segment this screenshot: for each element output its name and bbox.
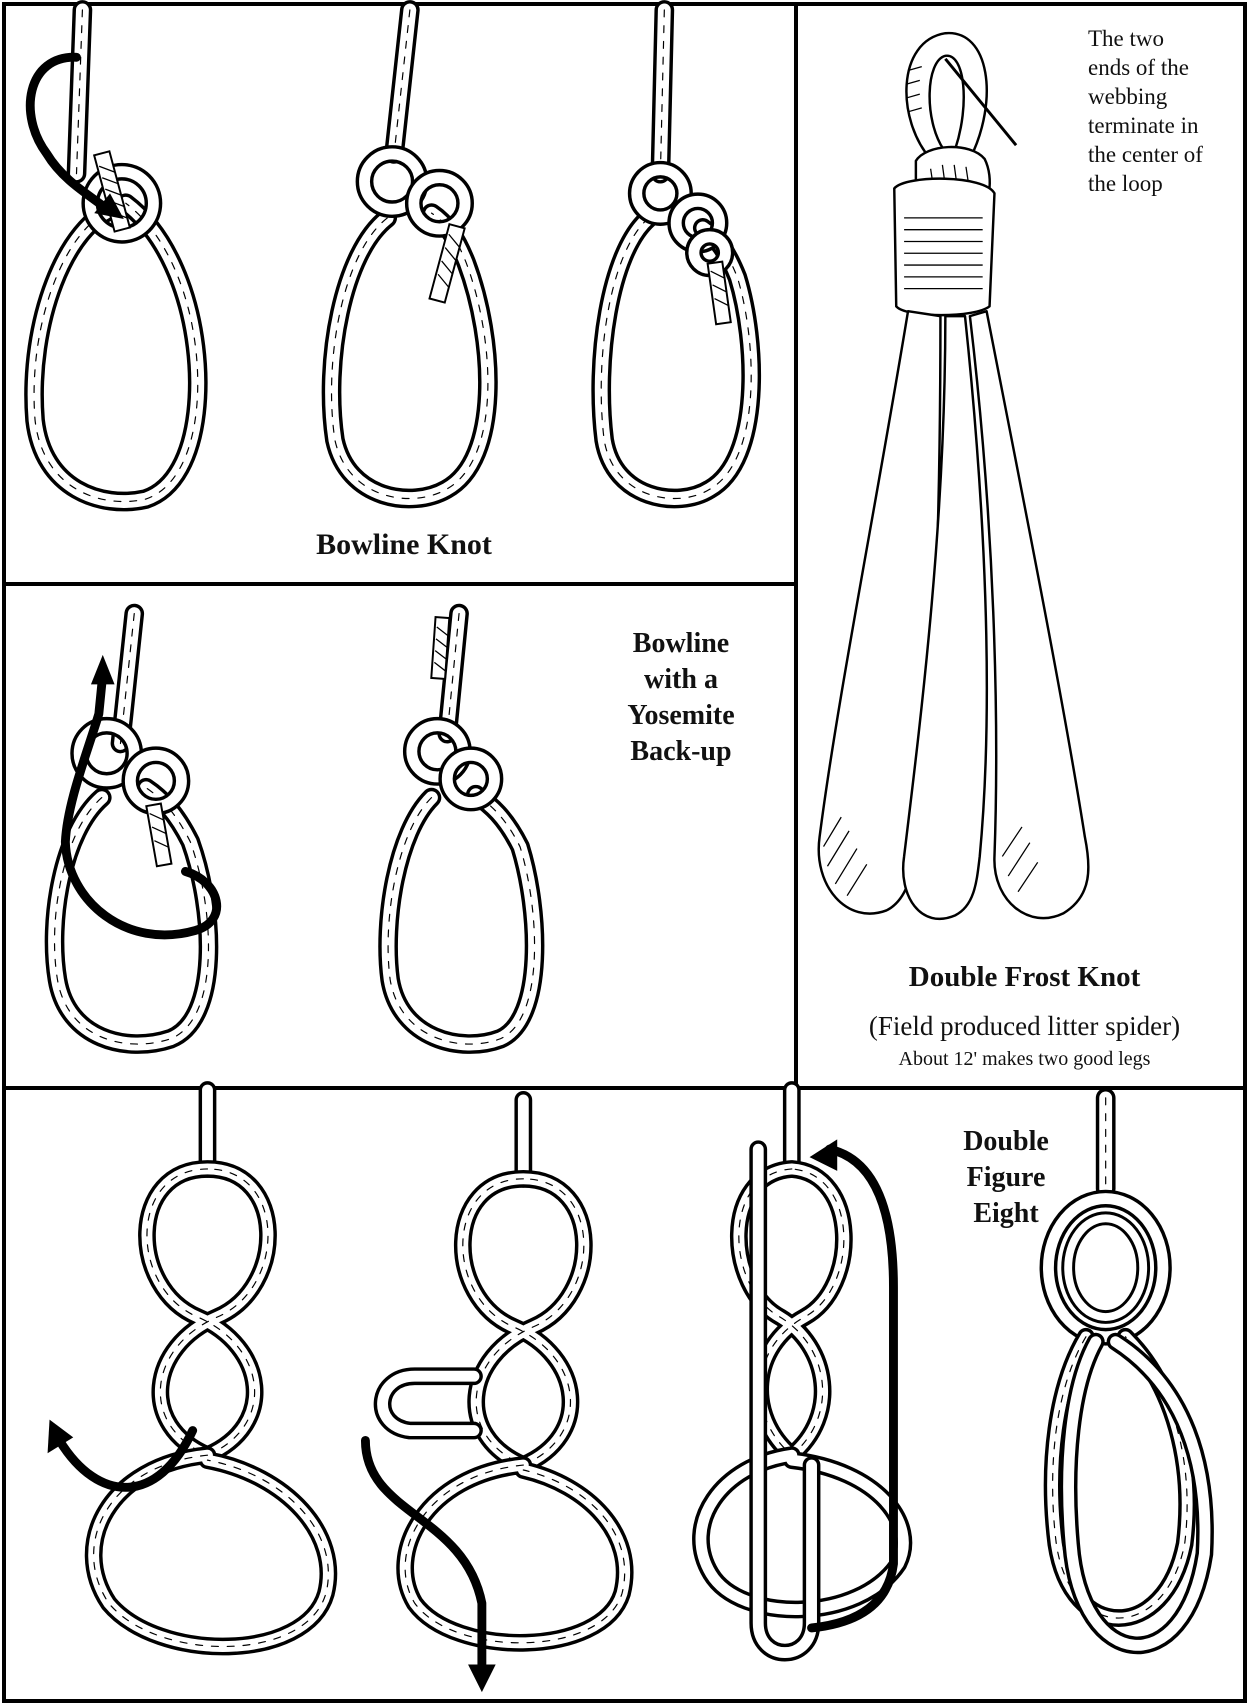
yosemite-title-line: Bowline — [596, 626, 766, 662]
frost-note-line: terminate in — [1088, 111, 1248, 140]
yosemite-title-line: Yosemite — [596, 698, 766, 734]
panel-bowline-yosemite: Bowline with a Yosemite Back-up — [2, 582, 798, 1090]
yosemite-step-1 — [55, 614, 217, 1045]
figure-eight-title: Double Figure Eight — [936, 1124, 1076, 1232]
yosemite-title: Bowline with a Yosemite Back-up — [596, 626, 766, 770]
panel-double-figure-eight: Double Figure Eight — [2, 1086, 1247, 1703]
frost-caption: About 12' makes two good legs — [798, 1048, 1249, 1071]
frost-subtitle: (Field produced litter spider) — [798, 1011, 1249, 1042]
bowline-step-2 — [332, 10, 488, 499]
yosemite-step-2 — [388, 614, 534, 1045]
bowline-illustration — [6, 6, 794, 582]
figure-eight-step-3 — [701, 1090, 903, 1653]
yosemite-title-line: with a — [596, 662, 766, 698]
frost-note: The two ends of the webbing terminate in… — [1088, 24, 1248, 198]
figure-eight-title-line: Eight — [936, 1196, 1076, 1232]
frost-title: Double Frost Knot — [798, 961, 1249, 994]
panel-double-frost-knot: The two ends of the webbing terminate in… — [794, 2, 1247, 1090]
yosemite-title-line: Back-up — [596, 734, 766, 770]
bowline-knot-title: Bowline Knot — [6, 528, 802, 562]
bowline-step-3 — [601, 10, 751, 499]
frost-note-line: webbing — [1088, 82, 1248, 111]
frost-note-line: The two — [1088, 24, 1248, 53]
frost-note-line: ends of the — [1088, 53, 1248, 82]
figure-eight-step-1 — [48, 1090, 329, 1647]
bowline-step-1 — [30, 10, 197, 502]
frost-note-line: the center of — [1088, 140, 1248, 169]
figure-eight-title-line: Figure — [936, 1160, 1076, 1196]
figure-eight-step-2 — [365, 1100, 624, 1692]
frost-note-line: the loop — [1088, 169, 1248, 198]
panel-bowline-knot: Bowline Knot — [2, 2, 798, 586]
figure-eight-title-line: Double — [936, 1124, 1076, 1160]
